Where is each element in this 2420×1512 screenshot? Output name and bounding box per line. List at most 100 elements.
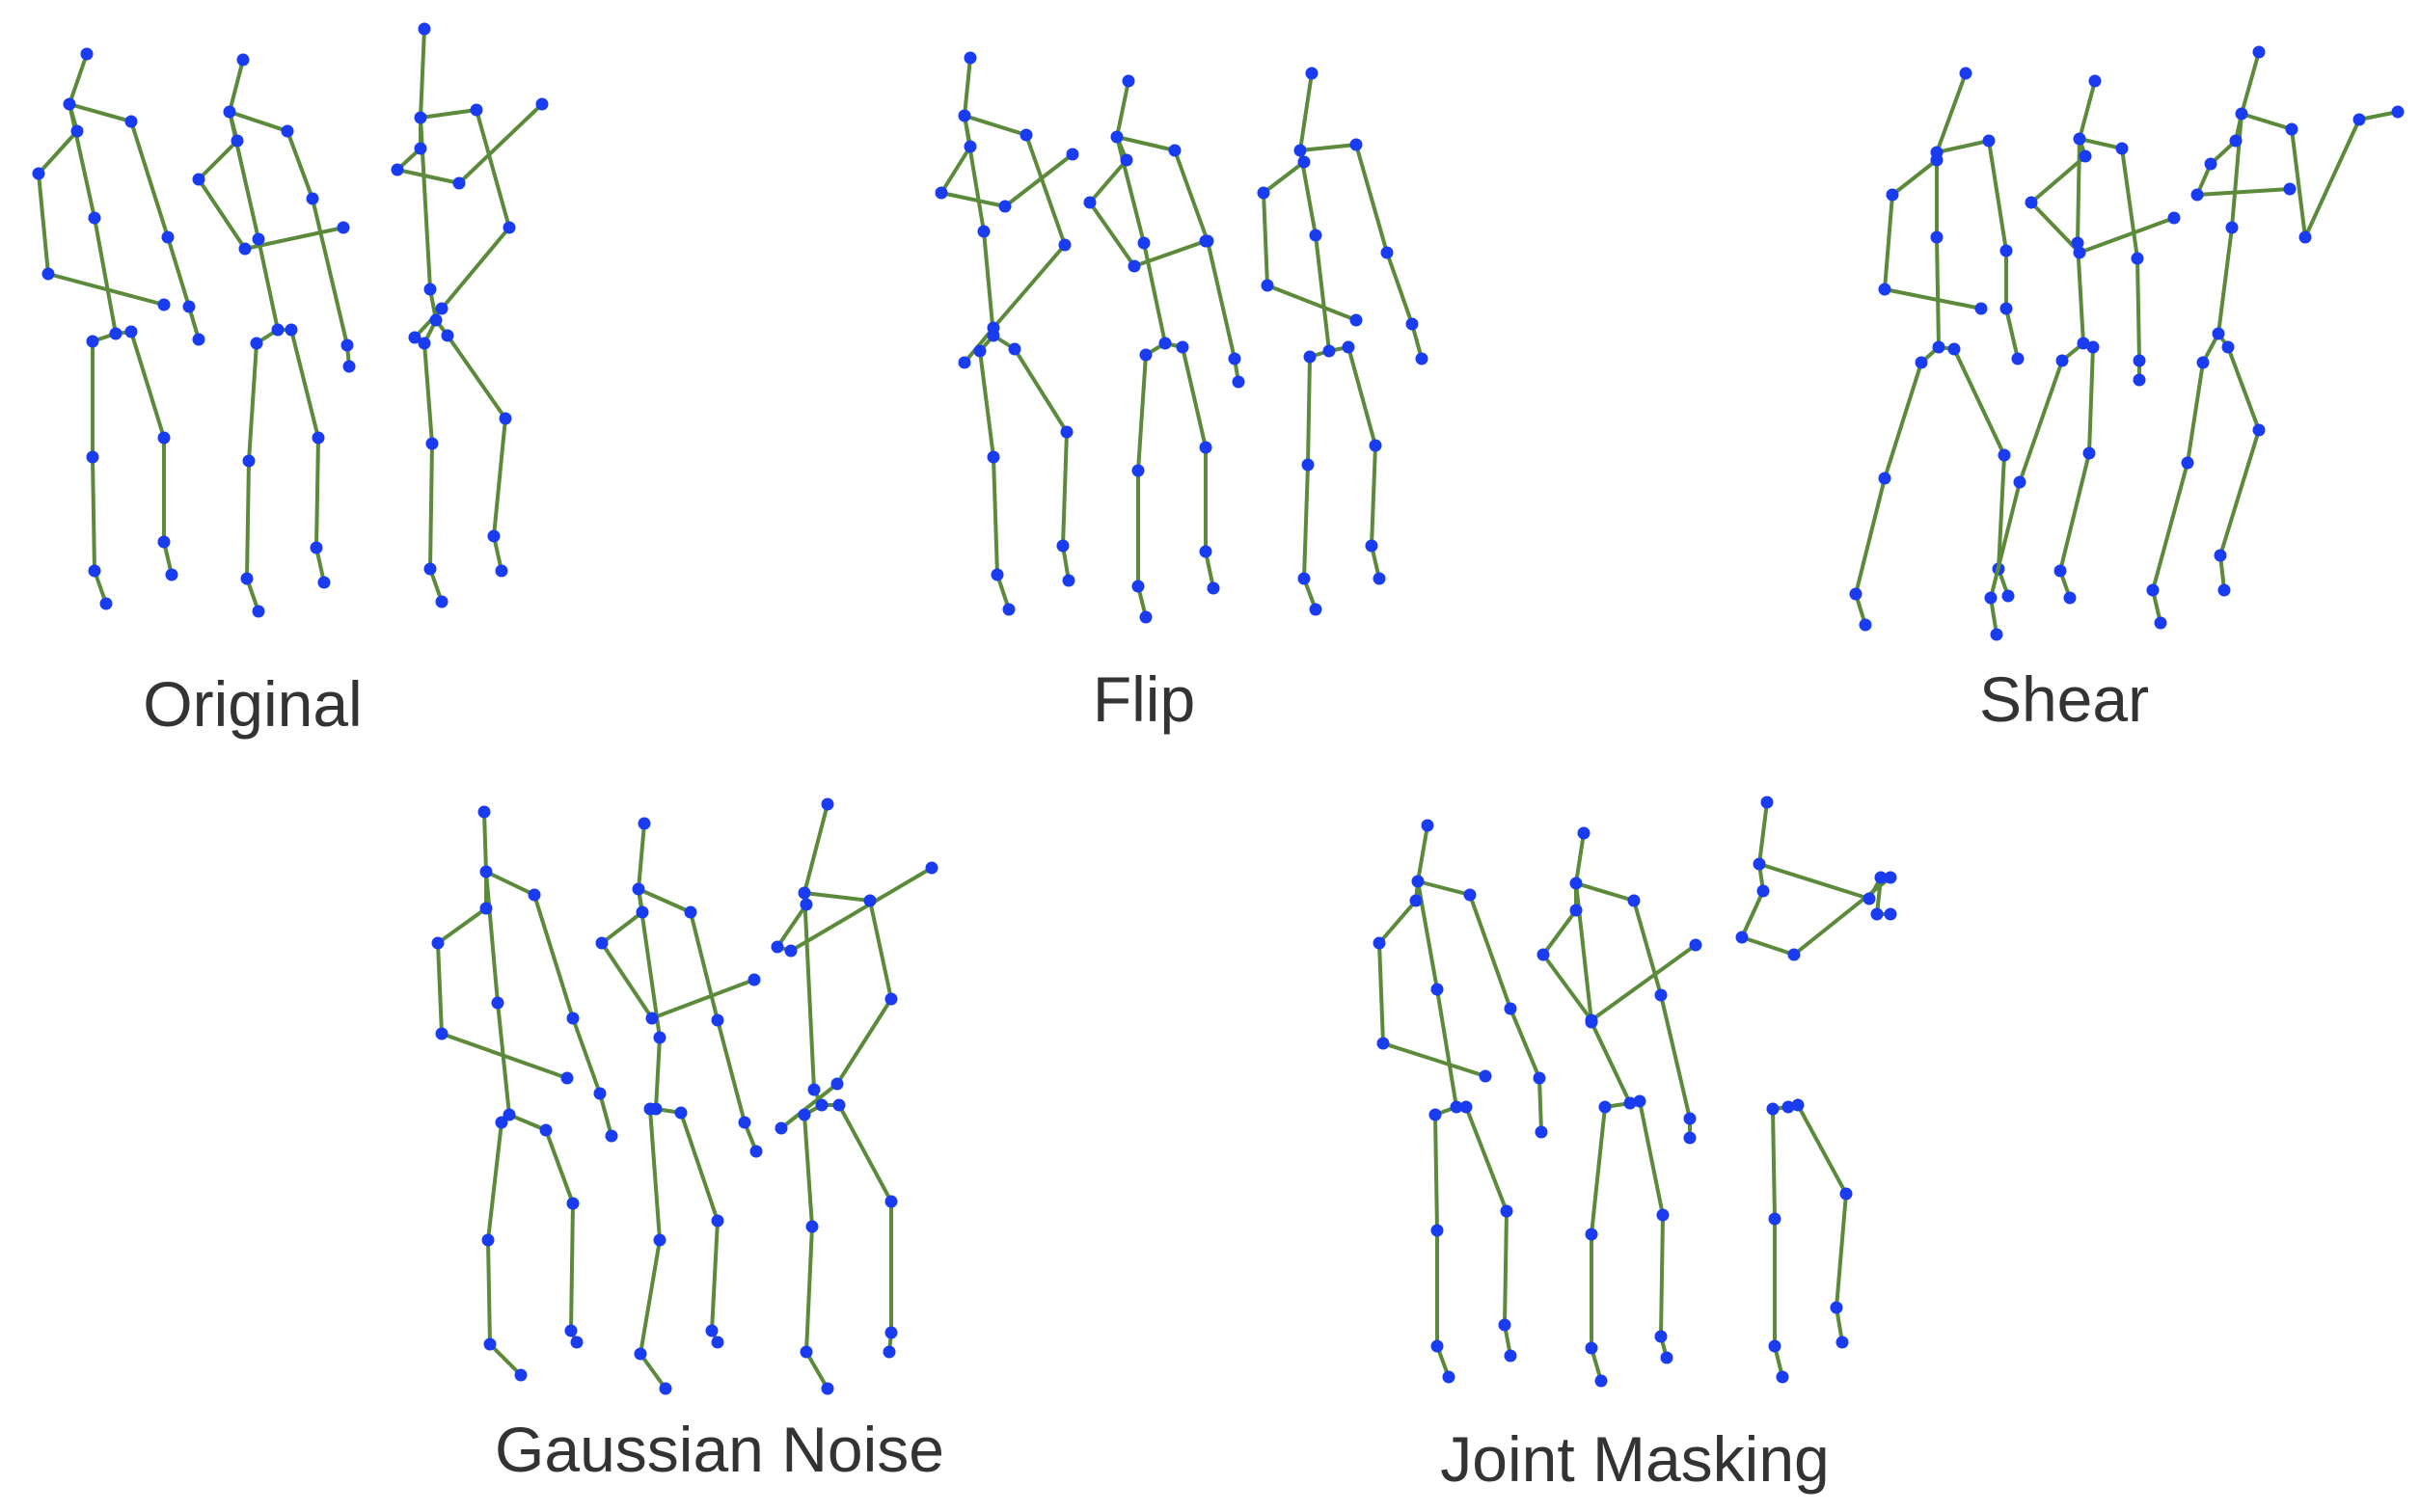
bone bbox=[1370, 444, 1377, 548]
bone bbox=[2078, 137, 2124, 150]
bone bbox=[802, 891, 872, 903]
joint bbox=[281, 124, 294, 138]
joint bbox=[63, 97, 76, 111]
joint bbox=[711, 1013, 724, 1027]
joint bbox=[1878, 472, 1891, 485]
joint bbox=[2082, 446, 2096, 460]
bone bbox=[37, 172, 50, 276]
joint bbox=[1990, 628, 2003, 641]
joint bbox=[109, 327, 122, 340]
joint bbox=[80, 47, 94, 61]
joint bbox=[2221, 340, 2235, 354]
bone bbox=[1574, 881, 1636, 903]
joint bbox=[2252, 423, 2266, 437]
joint bbox=[477, 805, 491, 819]
joint bbox=[863, 894, 877, 907]
bone bbox=[689, 910, 720, 1022]
joint bbox=[1998, 448, 2011, 462]
joint bbox=[1415, 352, 1428, 365]
bone bbox=[2076, 241, 2085, 345]
bone bbox=[779, 1082, 839, 1130]
joint bbox=[738, 1116, 751, 1129]
bone bbox=[68, 102, 96, 220]
bone bbox=[1854, 476, 1887, 596]
bone bbox=[1883, 193, 1894, 291]
joint bbox=[1533, 1071, 1546, 1085]
joint bbox=[636, 905, 649, 919]
joint bbox=[1627, 894, 1641, 907]
bone bbox=[1298, 143, 1358, 152]
joint bbox=[987, 450, 1000, 464]
joint bbox=[2235, 107, 2248, 121]
joint bbox=[1930, 153, 1944, 167]
joint bbox=[560, 1071, 574, 1085]
joint bbox=[240, 572, 254, 585]
bone bbox=[1997, 453, 2006, 571]
joint bbox=[1201, 234, 1214, 248]
bone bbox=[1541, 953, 1593, 1022]
joint bbox=[1301, 458, 1315, 472]
joint bbox=[884, 992, 898, 1006]
bone bbox=[486, 1120, 503, 1242]
bone bbox=[93, 216, 118, 336]
joint bbox=[2229, 134, 2243, 148]
bone bbox=[2004, 307, 2020, 361]
joint bbox=[425, 437, 439, 450]
bone bbox=[129, 330, 166, 440]
bone bbox=[1590, 1020, 1632, 1105]
joint bbox=[1766, 1102, 1780, 1116]
joint bbox=[157, 298, 171, 311]
panel-gaussian-noise-skeletons bbox=[431, 797, 938, 1395]
bone bbox=[1537, 1076, 1543, 1134]
bone bbox=[2029, 154, 2087, 204]
joint bbox=[2086, 340, 2100, 354]
panel-original-skeletons bbox=[32, 22, 549, 618]
joint bbox=[32, 167, 45, 180]
joint bbox=[1257, 186, 1270, 200]
bone bbox=[1590, 943, 1698, 1022]
joint bbox=[958, 109, 971, 122]
bone bbox=[963, 114, 1028, 137]
bone bbox=[1740, 935, 1796, 957]
joint bbox=[479, 902, 493, 915]
bone bbox=[2357, 110, 2400, 122]
joint bbox=[1232, 375, 1245, 389]
bone bbox=[37, 129, 79, 176]
joint bbox=[86, 450, 99, 464]
joint bbox=[1479, 1069, 1492, 1083]
bone bbox=[992, 243, 1067, 330]
bone bbox=[1115, 79, 1130, 139]
bone bbox=[1136, 353, 1148, 472]
bone bbox=[1935, 139, 1991, 154]
joint bbox=[821, 797, 834, 811]
joint bbox=[157, 535, 171, 549]
joint bbox=[499, 412, 512, 425]
joint bbox=[1373, 936, 1386, 950]
joint bbox=[2225, 221, 2239, 234]
joint bbox=[539, 1123, 553, 1137]
joint bbox=[2055, 354, 2069, 367]
skeleton bbox=[431, 805, 618, 1382]
bone bbox=[1003, 152, 1074, 208]
bone bbox=[492, 417, 507, 538]
bone bbox=[835, 997, 893, 1086]
skeleton bbox=[1083, 74, 1245, 624]
joint bbox=[2217, 583, 2231, 597]
bone bbox=[1590, 1105, 1607, 1236]
bone bbox=[1659, 993, 1692, 1120]
joint bbox=[883, 1345, 896, 1359]
joint bbox=[800, 898, 813, 911]
joint bbox=[643, 1102, 657, 1116]
label-gaussian-noise: Gaussian Noise bbox=[495, 1414, 944, 1485]
joint bbox=[632, 882, 645, 896]
joint bbox=[798, 1108, 811, 1121]
joint bbox=[798, 886, 811, 900]
joint bbox=[1060, 425, 1074, 439]
joint bbox=[250, 337, 263, 350]
joint bbox=[514, 1368, 528, 1382]
joint bbox=[815, 1098, 829, 1112]
joint bbox=[1158, 337, 1172, 350]
joint bbox=[1999, 244, 2013, 257]
joint bbox=[2190, 188, 2204, 202]
bone bbox=[197, 177, 247, 251]
